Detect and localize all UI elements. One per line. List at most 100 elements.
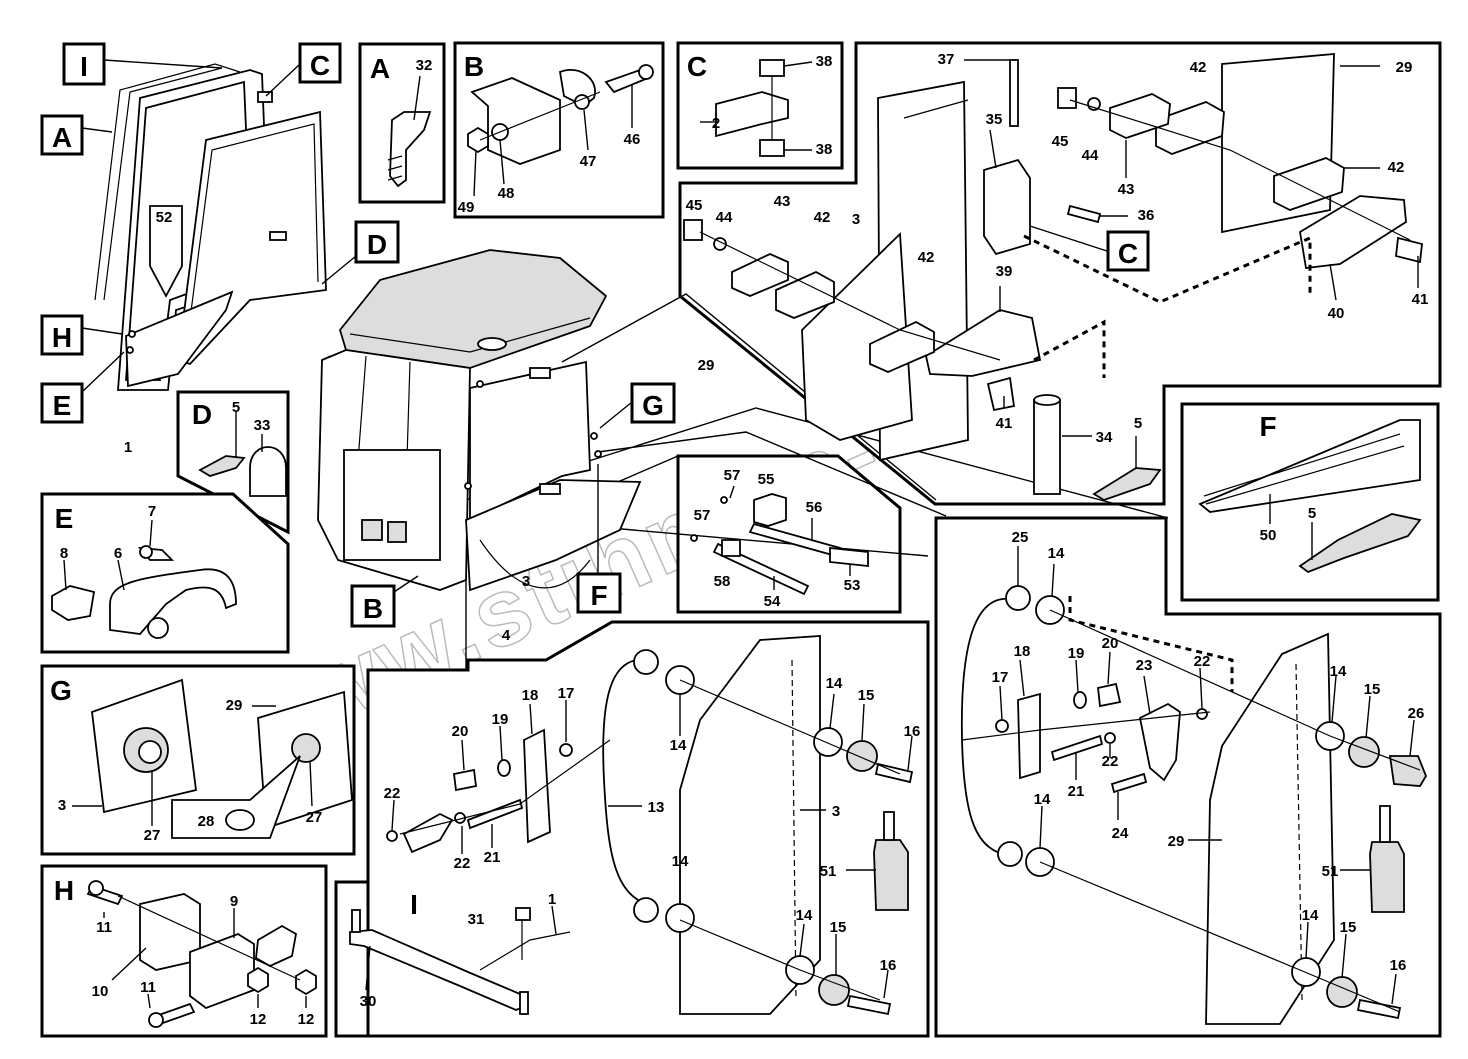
callout-letter: C — [310, 50, 330, 81]
hinge-40 — [1299, 195, 1407, 269]
leader-14 — [1331, 675, 1337, 723]
leader-40 — [1329, 263, 1337, 301]
panel-letter: F — [1259, 411, 1276, 442]
stop-27-b — [291, 733, 321, 763]
part-number-label: 40 — [1328, 305, 1345, 322]
part-number-label: 37 — [938, 51, 955, 68]
callout-letter: I — [80, 51, 88, 82]
callout-box — [576, 572, 622, 614]
part-number-label: 2 — [712, 115, 720, 132]
part-number-label: 35 — [986, 111, 1003, 128]
part-number-label: 11 — [96, 919, 112, 936]
latch-block — [529, 367, 551, 379]
part-number-label: 22 — [454, 855, 471, 872]
bracket-55 — [753, 493, 787, 527]
leader-14 — [1305, 921, 1309, 959]
cab-roof-ridge — [349, 317, 591, 353]
leader-35 — [989, 129, 997, 169]
latch — [255, 924, 297, 968]
bracket-plate — [470, 77, 561, 165]
leader-15 — [861, 703, 865, 741]
hinge-35 — [983, 158, 1031, 256]
part-number-label: 18 — [522, 687, 539, 704]
fastener — [464, 482, 472, 490]
rear-vent — [387, 521, 407, 543]
washer-19 — [497, 759, 511, 777]
part-number-label: 42 — [814, 209, 831, 226]
bolt-11-b-head — [148, 1012, 164, 1028]
leader-22 — [391, 799, 395, 831]
part-number-label: 22 — [1194, 653, 1211, 670]
part-number-label: 6 — [114, 545, 122, 562]
panel-door-left-content — [386, 635, 914, 1016]
part-number-label: 5 — [1308, 505, 1316, 522]
axis-line — [1039, 861, 1401, 1013]
lower-frame — [125, 290, 234, 388]
door-glass-3 — [801, 231, 913, 441]
screw-7-head — [139, 545, 153, 559]
washer-14 — [665, 903, 695, 933]
part-number-label: 11 — [140, 979, 156, 996]
part-number-label: 43 — [1118, 181, 1135, 198]
panel-f-content — [1198, 419, 1422, 574]
callout-pointer — [599, 401, 633, 429]
washer-14 — [813, 727, 843, 757]
fastener — [594, 450, 602, 458]
screw-16 — [874, 762, 914, 784]
leader-26 — [1409, 719, 1415, 757]
door-glass-3 — [679, 635, 821, 1015]
dashed-connection — [1033, 319, 1106, 378]
pin-34 — [1033, 399, 1061, 495]
part-number-label: 15 — [1364, 681, 1381, 698]
bushing-45-b — [1057, 87, 1077, 109]
callout-pointer — [81, 127, 113, 133]
leader-6 — [117, 559, 125, 591]
rubber-strip-50 — [1198, 419, 1421, 513]
part-number-label: 21 — [1068, 783, 1085, 800]
cap-20 — [1097, 682, 1122, 708]
leader-14 — [799, 923, 805, 957]
part-number-label: 22 — [1102, 753, 1119, 770]
washer-17 — [995, 719, 1009, 733]
callout-letter: G — [642, 390, 664, 421]
callout-pointer — [103, 59, 223, 69]
leader-16 — [907, 735, 913, 771]
washer-14 — [997, 841, 1023, 867]
part-number-label: 14 — [1048, 545, 1065, 562]
part-number-label: 45 — [1052, 133, 1069, 150]
bolt-46-head — [638, 64, 654, 80]
rear-vent — [361, 519, 383, 541]
leader-14 — [1051, 563, 1055, 597]
axis-line — [679, 679, 901, 775]
pin-34-top — [1033, 394, 1061, 406]
axis-line — [961, 711, 1211, 741]
part-number-label: 26 — [1408, 705, 1425, 722]
panel-c-large-content — [683, 53, 1423, 501]
part-number-label: 12 — [298, 1011, 315, 1028]
washer-14 — [633, 649, 659, 675]
nut-31 — [515, 907, 531, 921]
part-number-label: 57 — [724, 467, 741, 484]
axis-line — [1069, 99, 1411, 241]
axis-line — [679, 919, 881, 1001]
bolt-11-a-head — [88, 880, 104, 896]
panel-b-content — [467, 64, 654, 197]
part-number-label: 29 — [698, 357, 715, 374]
glass-dash-edge — [791, 659, 797, 1001]
bottle-51 — [873, 839, 909, 911]
bottle-51-cap — [883, 811, 895, 841]
part-number-label: 20 — [452, 723, 469, 740]
callout-box — [354, 220, 400, 264]
leader-10 — [111, 947, 147, 981]
callout-box — [1106, 230, 1150, 272]
panel-f-detail-content — [690, 485, 869, 596]
leader-11 — [147, 993, 151, 1009]
callout-letter: B — [363, 593, 383, 624]
part-number-label: 17 — [992, 669, 1009, 686]
part-number-label: 25 — [1012, 529, 1029, 546]
part-number-label: 43 — [774, 193, 791, 210]
glass-outline — [103, 67, 223, 301]
axis-line — [399, 739, 611, 835]
rod-37 — [1009, 59, 1019, 127]
bottle-51-cap — [1379, 805, 1391, 843]
